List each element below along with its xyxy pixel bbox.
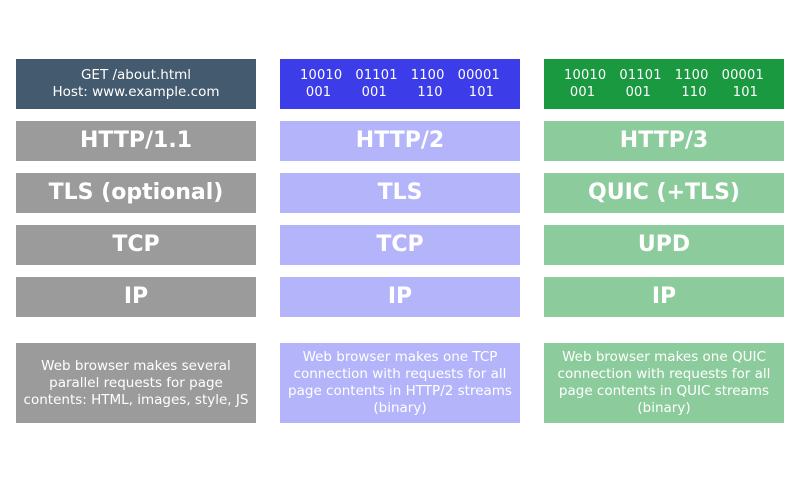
description-line: (binary) — [637, 400, 691, 416]
description-line: (binary) — [373, 400, 427, 416]
request-header-box: GET /about.html Host: www.example.com — [16, 59, 256, 109]
description-line: connection with requests for all — [557, 366, 771, 382]
layer-network: IP — [544, 277, 784, 317]
layer-security: TLS (optional) — [16, 173, 256, 213]
description-line: page contents in HTTP/2 streams — [288, 383, 512, 399]
layer-application: HTTP/2 — [280, 121, 520, 161]
layer-application: HTTP/3 — [544, 121, 784, 161]
description-box: Web browser makes one TCP connection wit… — [280, 343, 520, 423]
binary-header-box: 10010 01101 1100 00001 001 001 110 101 — [544, 59, 784, 109]
description-line: parallel requests for page — [49, 374, 223, 391]
layer-application: HTTP/1.1 — [16, 121, 256, 161]
binary-line: 001 001 110 101 — [569, 85, 759, 100]
layer-security: TLS — [280, 173, 520, 213]
description-line: Web browser makes several — [41, 357, 231, 374]
layer-network: IP — [280, 277, 520, 317]
description-box: Web browser makes one QUIC connection wi… — [544, 343, 784, 423]
layer-transport: TCP — [280, 225, 520, 265]
column-http1: GET /about.html Host: www.example.com HT… — [16, 59, 256, 423]
host-line: Host: www.example.com — [52, 84, 220, 100]
description-line: contents: HTML, images, style, JS — [23, 391, 249, 408]
description-line: page contents in QUIC streams — [558, 383, 770, 399]
request-line: GET /about.html — [80, 67, 192, 83]
binary-line: 001 001 110 101 — [305, 85, 495, 100]
layer-security: QUIC (+TLS) — [544, 173, 784, 213]
layer-transport: UPD — [544, 225, 784, 265]
column-http3: 10010 01101 1100 00001 001 001 110 101 H… — [544, 59, 784, 423]
binary-line: 10010 01101 1100 00001 — [300, 68, 500, 83]
layer-transport: TCP — [16, 225, 256, 265]
description-line: Web browser makes one TCP — [302, 349, 498, 365]
layer-network: IP — [16, 277, 256, 317]
binary-line: 10010 01101 1100 00001 — [564, 68, 764, 83]
description-line: connection with requests for all — [293, 366, 507, 382]
description-line: Web browser makes one QUIC — [562, 349, 766, 365]
column-http2: 10010 01101 1100 00001 001 001 110 101 H… — [280, 59, 520, 423]
binary-header-box: 10010 01101 1100 00001 001 001 110 101 — [280, 59, 520, 109]
description-box: Web browser makes several parallel reque… — [16, 343, 256, 423]
